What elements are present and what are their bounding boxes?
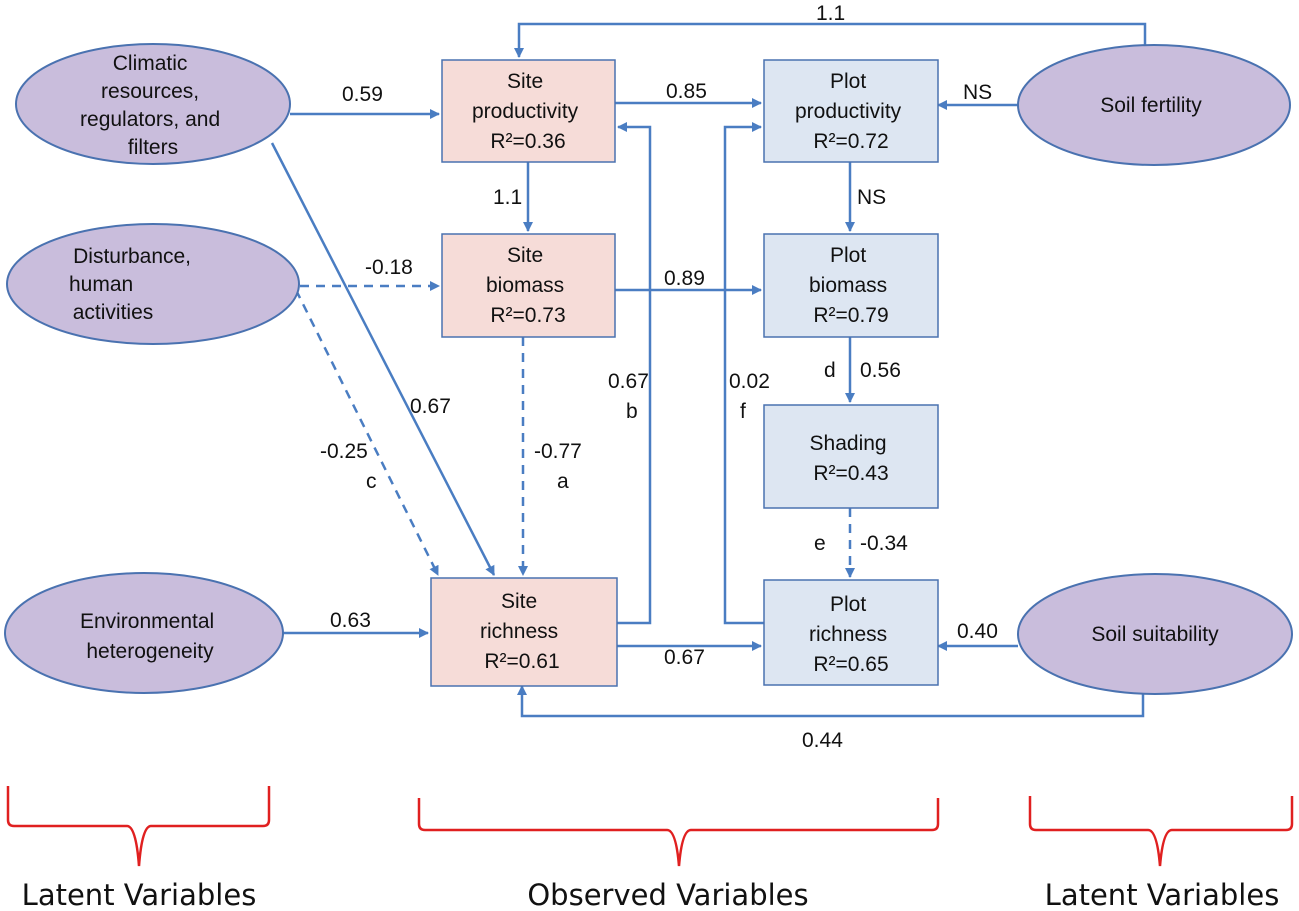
svg-text:Soil fertility: Soil fertility	[1100, 94, 1202, 117]
svg-text:Shading R²=0.43: Shading R²=0.43	[810, 432, 893, 485]
svg-text:Plot biomass R²=0.: Plot biomass R²=0.79	[809, 244, 893, 327]
node-line: resources,	[101, 80, 199, 103]
letter-plot-biomass-shading: d	[824, 359, 836, 382]
coef-soil-suitability-plot-richness: 0.40	[957, 620, 998, 643]
path-site-richness-site-productivity	[617, 122, 652, 625]
node-line: biomass	[809, 274, 887, 297]
brace-right	[1028, 796, 1294, 867]
letter-plot-richness-plot-productivity: f	[740, 400, 746, 423]
node-line: R²=0.73	[490, 304, 565, 327]
coef-plot-richness-plot-productivity: 0.02	[729, 370, 770, 393]
coef-soil-suitability-site-richness: 0.44	[802, 729, 843, 752]
node-line: Plot	[830, 244, 866, 267]
latent-node-soil-suitability: Soil suitability	[1017, 573, 1293, 695]
node-line: productivity	[795, 100, 902, 123]
letter-site-biomass-site-richness: a	[557, 470, 569, 493]
coef-soil-fertility-site-productivity: 1.1	[816, 2, 845, 25]
coef-soil-fertility-plot-productivity: NS	[963, 81, 992, 104]
node-line: Plot	[830, 593, 866, 616]
brace-middle	[417, 798, 940, 867]
node-line: activities	[73, 301, 154, 324]
node-line: richness	[809, 623, 887, 646]
svg-text:Environmental heterogene: Environmental heterogeneity	[80, 610, 220, 663]
coef-plot-biomass-shading: 0.56	[860, 359, 901, 382]
coef-site-richness-site-productivity: 0.67	[608, 370, 649, 393]
node-line: Site	[507, 70, 543, 93]
coef-disturbance-site-richness: -0.25	[320, 440, 368, 463]
svg-text:Plot richness R²=0: Plot richness R²=0.65	[809, 593, 893, 676]
node-line: Soil suitability	[1091, 623, 1219, 646]
svg-text:Climatic resources,: Climatic resources, regulators, and filt…	[80, 52, 226, 159]
coef-site-richness-plot-richness: 0.67	[664, 646, 705, 669]
brace-left	[6, 786, 271, 867]
node-line: R²=0.79	[813, 304, 888, 327]
coef-plot-productivity-plot-biomass: NS	[857, 186, 886, 209]
path-disturbance-site-richness	[294, 289, 440, 576]
svg-text:Site productivity: Site productivity R²=0.36	[472, 70, 584, 153]
observed-node-shading: Shading R²=0.43	[763, 404, 939, 509]
coef-environmental-site-richness: 0.63	[330, 609, 371, 632]
coef-site-productivity-plot-productivity: 0.85	[666, 80, 707, 103]
node-line: heterogeneity	[86, 640, 214, 663]
node-line: human	[69, 273, 133, 296]
node-line: R²=0.72	[813, 130, 888, 153]
latent-node-disturbance: Disturbance, human activities	[6, 223, 300, 345]
coef-climatic-site-productivity: 0.59	[342, 83, 383, 106]
node-line: R²=0.65	[813, 653, 888, 676]
node-line: filters	[128, 136, 178, 159]
letter-disturbance-site-richness: c	[366, 470, 377, 493]
path-climatic-site-richness	[270, 142, 496, 576]
node-line: Climatic	[113, 52, 188, 75]
node-line: Soil fertility	[1100, 94, 1202, 117]
node-line: Disturbance,	[73, 245, 191, 268]
coef-site-biomass-site-richness: -0.77	[534, 440, 582, 463]
svg-text:Site biomass R²=0.: Site biomass R²=0.73	[486, 244, 570, 327]
node-line: Environmental	[80, 610, 214, 633]
path-labels: 1.1 0.59 0.85 NS 1.1 NS -0.18 0.89 0.67 …	[320, 2, 998, 752]
observed-node-plot-biomass: Plot biomass R²=0.79	[763, 233, 939, 338]
svg-text:Disturbance, human: Disturbance, human activities	[69, 245, 197, 324]
group-title-observed: Observed Variables	[527, 878, 808, 911]
paths	[270, 22, 1147, 718]
node-line: Site	[501, 590, 537, 613]
group-title-latent-right: Latent Variables	[1045, 878, 1280, 911]
node-line: R²=0.36	[490, 130, 565, 153]
svg-text:Site richness R²=0: Site richness R²=0.61	[480, 590, 564, 673]
path-plot-richness-plot-productivity	[723, 122, 764, 625]
node-line: Shading	[810, 432, 887, 455]
node-line: Plot	[830, 70, 866, 93]
svg-text:Soil suitability: Soil suitability	[1091, 623, 1219, 646]
latent-node-soil-fertility: Soil fertility	[1017, 44, 1291, 166]
coef-site-biomass-plot-biomass: 0.89	[664, 267, 705, 290]
svg-text:Plot productivity: Plot productivity R²=0.72	[795, 70, 907, 153]
observed-node-site-biomass: Site biomass R²=0.73	[441, 233, 616, 338]
observed-node-site-productivity: Site productivity R²=0.36	[441, 59, 616, 163]
node-line: Site	[507, 244, 543, 267]
coef-disturbance-site-biomass: -0.18	[365, 256, 413, 279]
observed-node-site-richness: Site richness R²=0.61	[430, 577, 618, 687]
coef-site-productivity-site-biomass: 1.1	[493, 186, 522, 209]
observed-node-plot-productivity: Plot productivity R²=0.72	[763, 59, 939, 163]
node-line: biomass	[486, 274, 564, 297]
observed-node-plot-richness: Plot richness R²=0.65	[763, 579, 939, 686]
node-line: R²=0.43	[813, 462, 888, 485]
letter-site-richness-site-productivity: b	[626, 400, 638, 423]
group-title-latent-left: Latent Variables	[22, 878, 257, 911]
coef-shading-plot-richness: -0.34	[860, 532, 908, 555]
latent-node-climatic: Climatic resources, regulators, and filt…	[15, 43, 291, 165]
path-soil-fertility-site-productivity	[514, 22, 1147, 58]
coef-climatic-site-richness: 0.67	[410, 395, 451, 418]
node-line: productivity	[472, 100, 579, 123]
path-soil-suitability-site-richness	[517, 685, 1145, 718]
node-line: richness	[480, 620, 558, 643]
letter-shading-plot-richness: e	[814, 532, 826, 555]
latent-node-environmental: Environmental heterogeneity	[4, 572, 284, 694]
node-line: R²=0.61	[484, 650, 559, 673]
node-line: regulators, and	[80, 108, 220, 131]
